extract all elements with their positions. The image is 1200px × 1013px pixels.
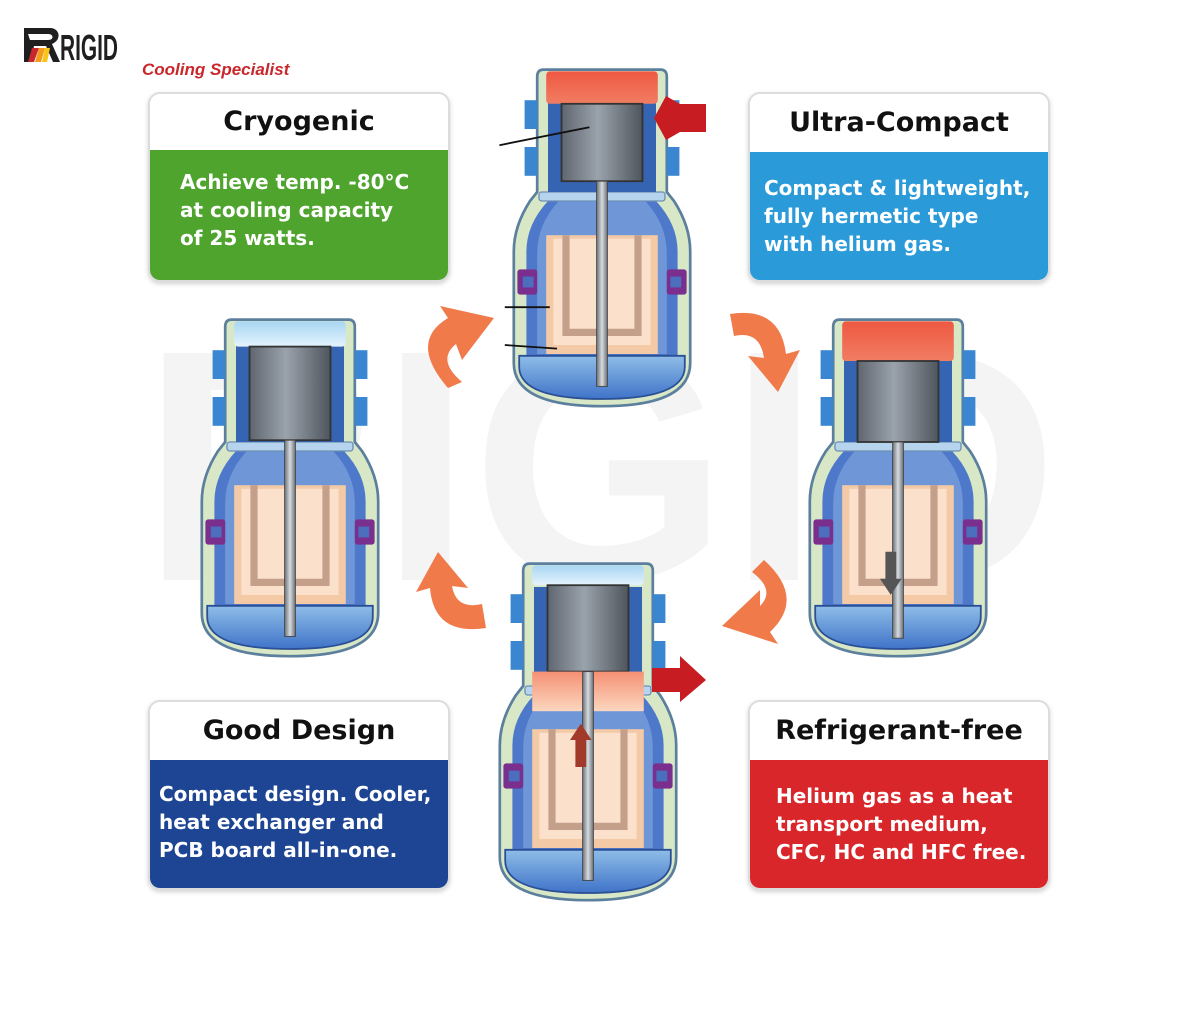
cylinder-right — [810, 320, 986, 657]
arrow-left-to-top — [428, 306, 494, 388]
card-description: Compact & lightweight, fully hermetic ty… — [750, 152, 1048, 280]
card-line: fully hermetic type — [764, 204, 979, 228]
card-line: heat exchanger and — [159, 810, 384, 834]
logo-stripes — [24, 28, 60, 62]
card-line: PCB board all-in-one. — [159, 838, 398, 862]
card-line: Compact & lightweight, — [764, 176, 1031, 200]
card-line: transport medium, — [776, 812, 988, 836]
arrow-bottom-to-left — [416, 552, 486, 630]
cycle-arrows — [416, 306, 800, 644]
feature-card-cryogenic: Cryogenic Achieve temp. -80°C at cooling… — [148, 92, 450, 282]
cylinder-top — [499, 70, 690, 407]
brand-logo: RIGID Cooling Specialist — [20, 18, 290, 79]
card-description: Achieve temp. -80°C at cooling capacity … — [150, 150, 448, 280]
card-description: Helium gas as a heat transport medium, C… — [750, 760, 1048, 888]
card-line: with helium gas. — [764, 232, 951, 256]
logo-wordmark: RIGID — [60, 27, 118, 66]
cylinder-left — [202, 320, 378, 657]
heat-in-arrow — [654, 96, 706, 140]
feature-card-refrigerant-free: Refrigerant-free Helium gas as a heat tr… — [748, 700, 1050, 890]
card-line: Helium gas as a heat — [776, 784, 1013, 808]
card-line: of 25 watts. — [180, 226, 315, 250]
card-line: CFC, HC and HFC free. — [776, 840, 1027, 864]
rigid-logo-mark: RIGID — [24, 27, 118, 66]
feature-card-good-design: Good Design Compact design. Cooler, heat… — [148, 700, 450, 890]
card-line: at cooling capacity — [180, 198, 394, 222]
feature-card-ultra-compact: Ultra-Compact Compact & lightweight, ful… — [748, 92, 1050, 282]
card-line: Compact design. Cooler, — [159, 782, 432, 806]
cylinder-bottom — [500, 564, 676, 901]
heat-out-arrow — [652, 656, 706, 702]
arrow-right-to-bottom — [722, 560, 787, 644]
card-title: Cryogenic — [150, 94, 448, 150]
card-title: Refrigerant-free — [750, 702, 1048, 760]
arrow-top-to-right — [730, 312, 800, 392]
card-title: Good Design — [150, 702, 448, 760]
card-description: Compact design. Cooler, heat exchanger a… — [150, 760, 448, 888]
logo-tagline: Cooling Specialist — [142, 60, 290, 79]
card-title: Ultra-Compact — [750, 94, 1048, 152]
card-line: Achieve temp. -80°C — [180, 170, 410, 194]
